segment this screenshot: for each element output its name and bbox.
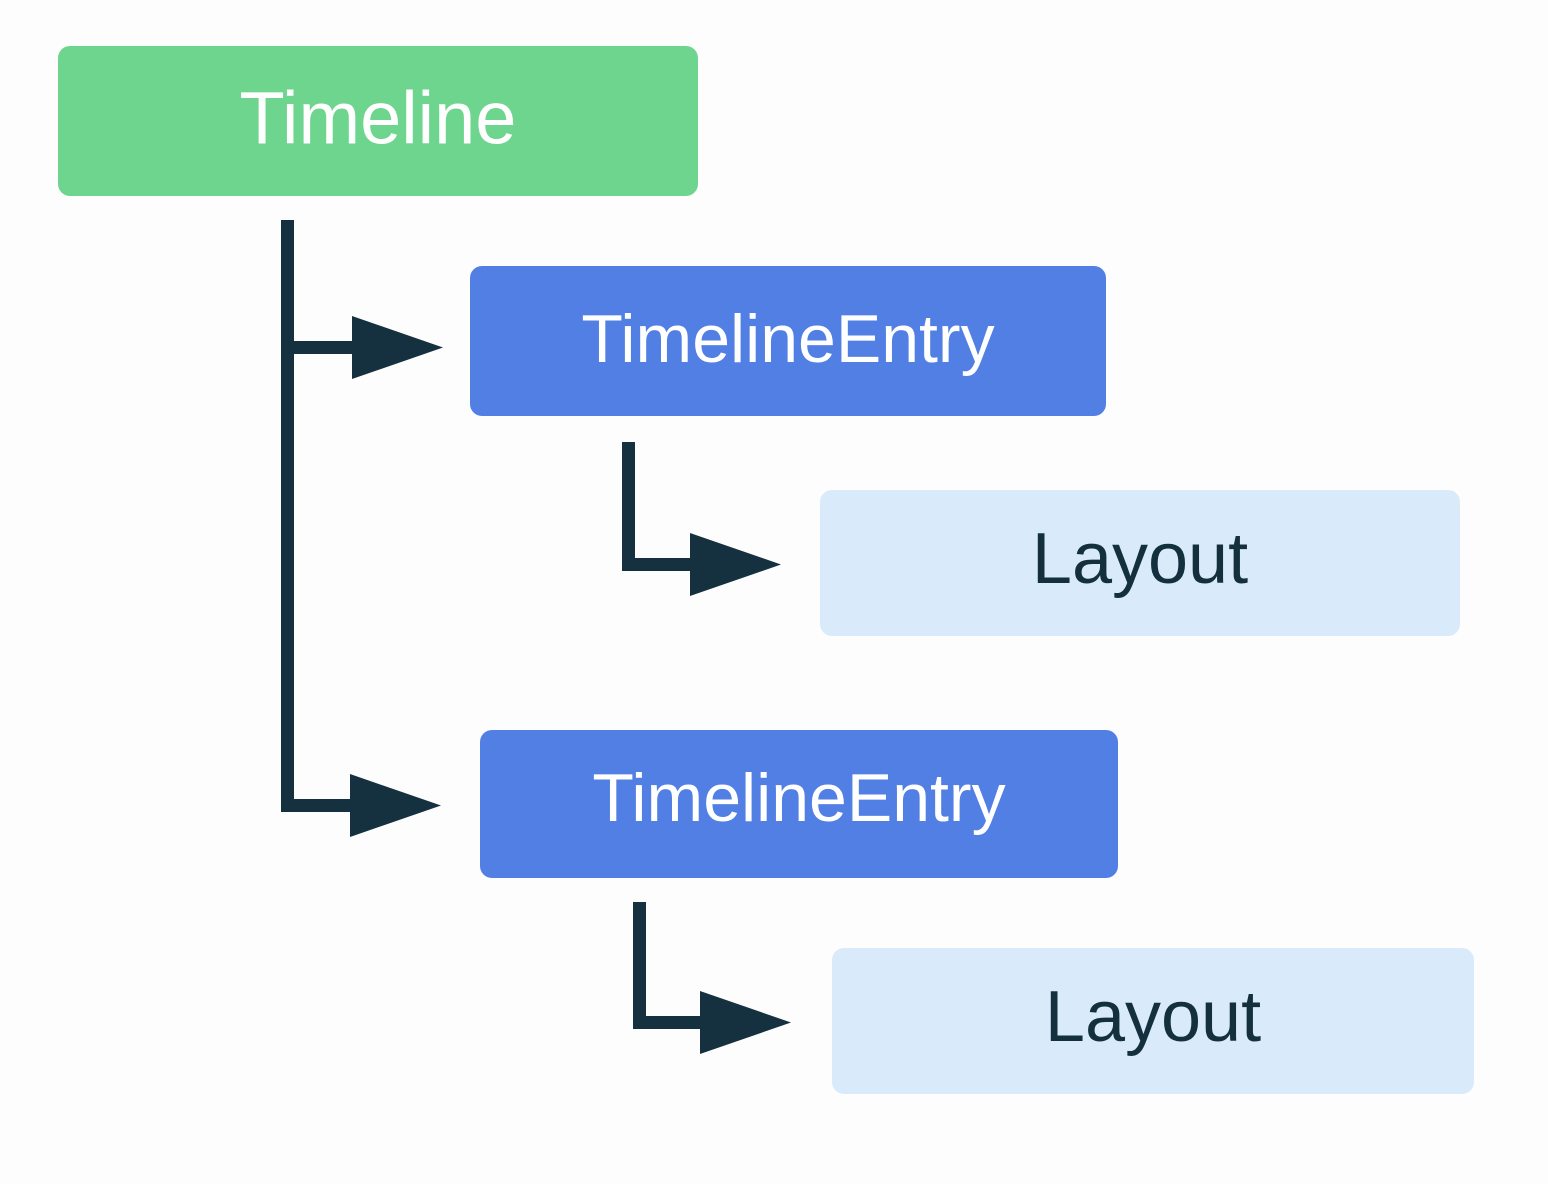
node-layout-1-box[interactable] xyxy=(820,490,1460,636)
node-timeline-entry-2-box[interactable] xyxy=(480,730,1118,878)
node-timeline-box[interactable] xyxy=(58,46,698,196)
node-timeline-label: Timeline xyxy=(240,77,517,160)
node-timeline-entry-1-box[interactable] xyxy=(470,266,1106,416)
node-timeline-entry-1-label: TimelineEntry xyxy=(581,301,994,377)
node-layout-2[interactable]: Layout xyxy=(832,948,1474,1094)
edge-entry-2-to-layout-2 xyxy=(633,902,791,1054)
node-timeline[interactable]: Timeline xyxy=(58,46,698,196)
node-layout-2-label: Layout xyxy=(1045,977,1261,1057)
node-timeline-entry-2-label: TimelineEntry xyxy=(592,760,1005,836)
node-timeline-entry-2[interactable]: TimelineEntry xyxy=(480,730,1118,878)
node-layout-2-box[interactable] xyxy=(832,948,1474,1094)
edge-timeline-to-entry-2 xyxy=(281,347,441,837)
node-layout-1-label: Layout xyxy=(1032,519,1248,599)
node-layout-1[interactable]: Layout xyxy=(820,490,1460,636)
edge-timeline-to-entry-1 xyxy=(281,220,443,379)
node-timeline-entry-1[interactable]: TimelineEntry xyxy=(470,266,1106,416)
edge-entry-1-to-layout-1 xyxy=(622,442,781,596)
